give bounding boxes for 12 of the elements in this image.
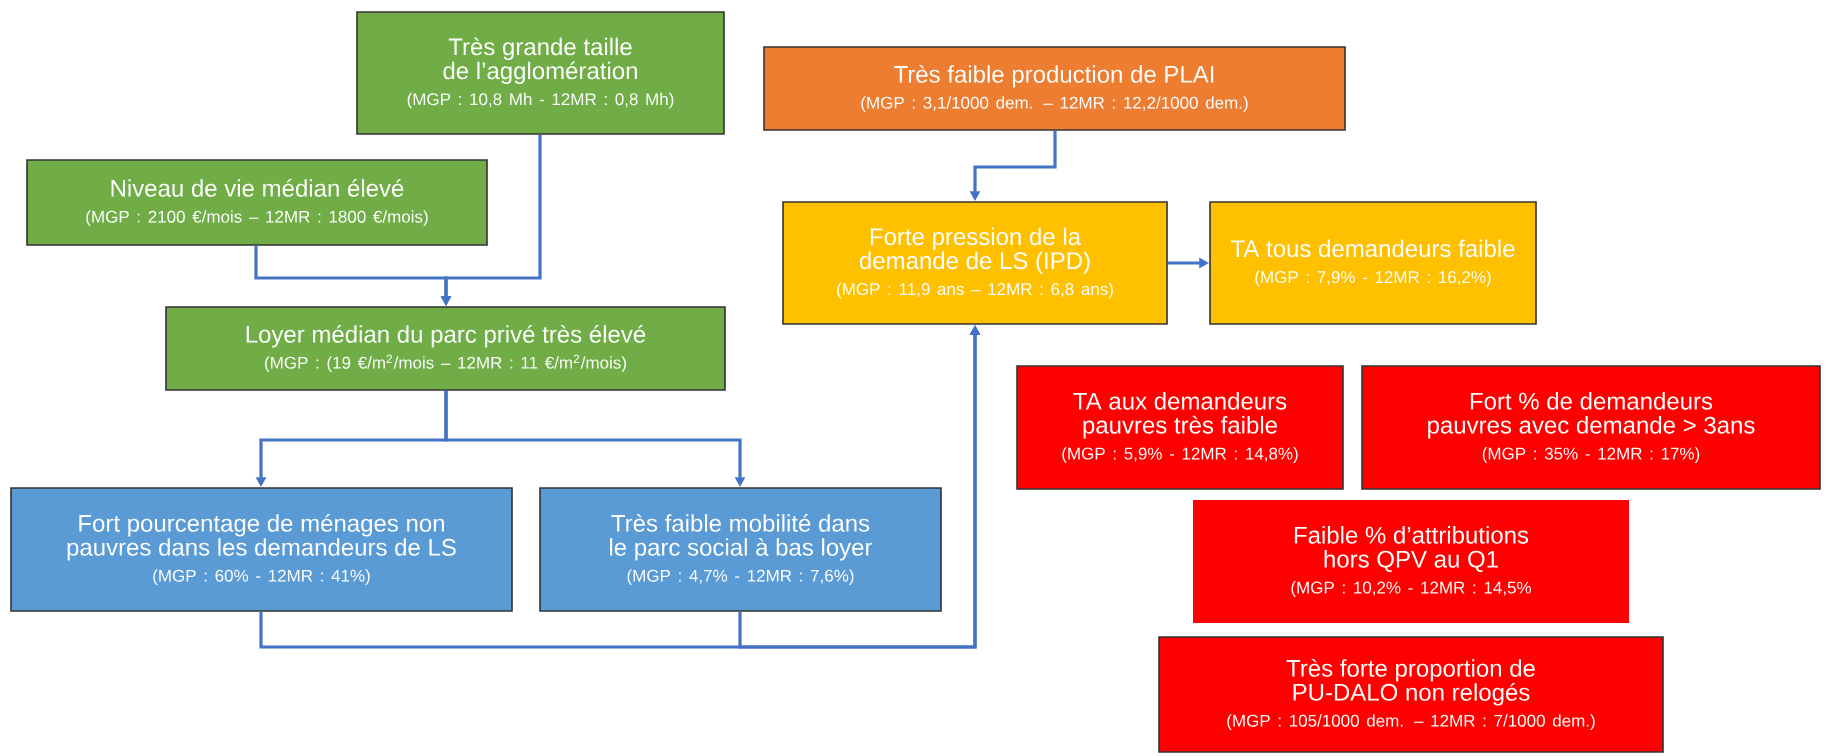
indicator-box: Fort % de demandeurs pauvres avec demande > 3ans (MGP : 35% - 12MR : 17%) [1361,365,1821,490]
factor-box: Très faible production de PLAI (MGP : 3,1/1000 dem. – 12MR : 12,2/1000 dem.) [763,46,1346,131]
indicator-box: Faible % d’attributions hors QPV au Q1 (MGP : 10,2% - 12MR : 14,5% [1193,500,1629,623]
indicator-box: Forte pression de la demande de LS (IPD) (MGP : 11,9 ans – 12MR : 6,8 ans) [782,201,1168,325]
indicator-box: Très forte proportion de PU-DALO non relogés (MGP : 105/1000 dem. – 12MR : 7/1000 dem.) [1158,636,1664,753]
indicator-box: TA tous demandeurs faible (MGP : 7,9% - 12MR : 16,2%) [1209,201,1537,325]
factor-box: Fort pourcentage de ménages non pauvres dans les demandeurs de LS (MGP : 60% - 12MR : 41%) [10,487,513,612]
indicator-box: TA aux demandeurs pauvres très faible (MGP : 5,9% - 12MR : 14,8%) [1016,365,1344,490]
factor-box: Très faible mobilité dans le parc social à bas loyer (MGP : 4,7% - 12MR : 7,6%) [539,487,942,612]
factor-box: Loyer médian du parc privé très élevé (MGP : (19 €/m$^{2}$/mois – 12MR : 11 €/m$^{2}$/mois) [165,306,726,391]
factor-box: Très grande taille de l’agglomération (MGP : 10,8 Mh - 12MR : 0,8 Mh) [356,11,725,135]
factor-box: Niveau de vie médian élevé (MGP : 2100 €/mois – 12MR : 1800 €/mois) [26,159,488,246]
